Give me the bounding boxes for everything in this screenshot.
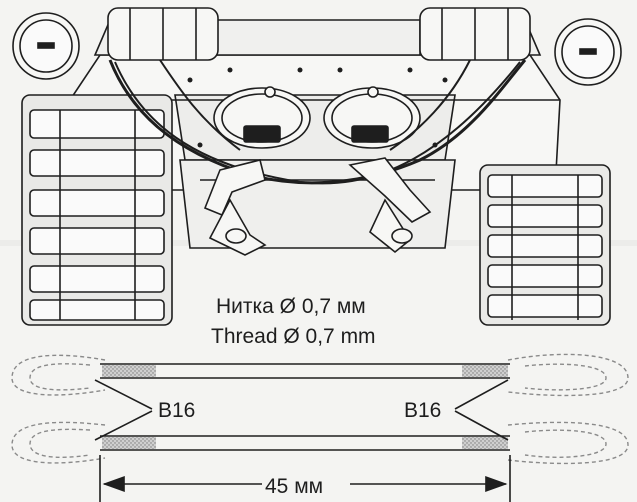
part-label-left: B16 xyxy=(158,399,196,422)
tow-cable-on-tank xyxy=(108,59,527,185)
cable-assembly-detail xyxy=(11,353,629,502)
leader-lines xyxy=(94,379,509,441)
rivets xyxy=(187,67,448,148)
right-fuel-drum xyxy=(419,7,531,61)
thread-caption-en: Thread Ø 0,7 mm xyxy=(211,325,376,348)
tank-rear-view xyxy=(12,7,622,326)
right-track xyxy=(479,164,611,326)
right-tow-hook xyxy=(348,157,432,254)
left-tow-hook xyxy=(203,159,267,256)
left-track xyxy=(21,94,173,326)
left-fuel-drum xyxy=(107,7,219,61)
thread-caption-ru: Нитка Ø 0,7 мм xyxy=(216,295,366,318)
left-rear-light xyxy=(12,12,80,80)
right-rear-light xyxy=(554,18,622,86)
cable-end-ferrules xyxy=(102,365,508,449)
upper-cable xyxy=(100,363,510,379)
dimension-line xyxy=(99,455,511,502)
lower-cable xyxy=(100,435,510,451)
part-label-right: B16 xyxy=(404,399,442,422)
dimension-label: 45 мм xyxy=(265,475,324,498)
left-round-hatch xyxy=(213,86,311,149)
cable-eye-outlines xyxy=(11,353,629,465)
